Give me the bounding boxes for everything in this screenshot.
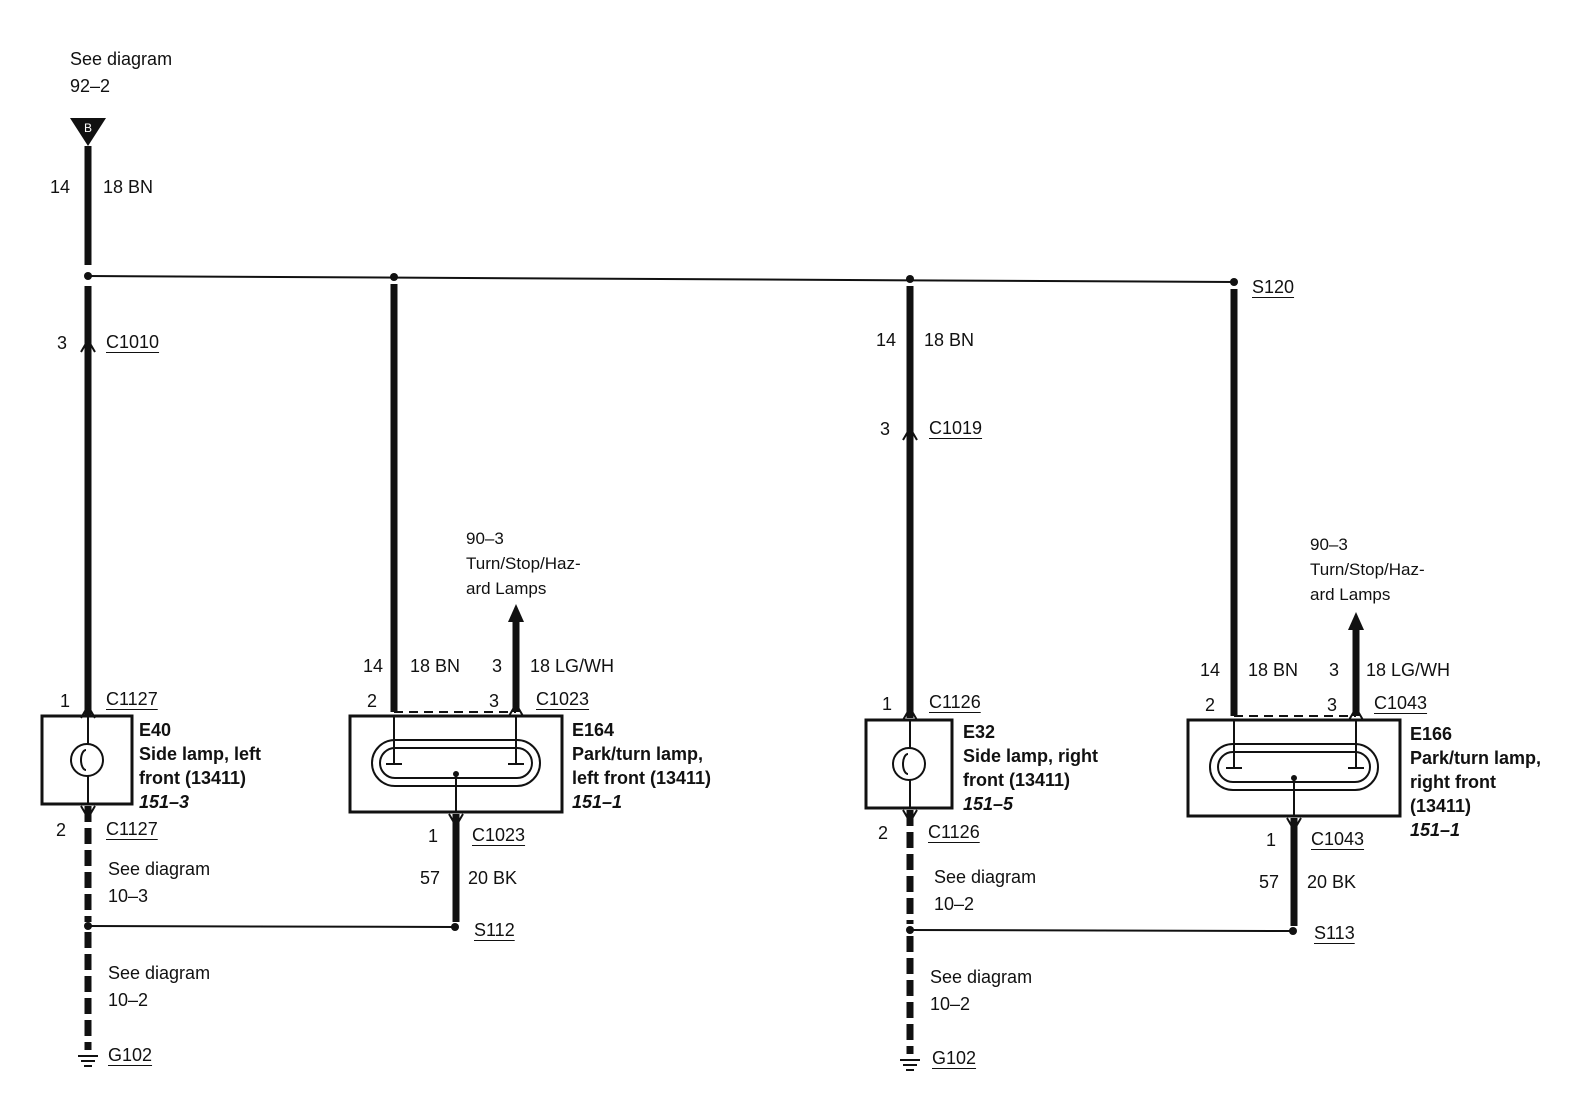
c1023-pin-a: 2 [367, 691, 378, 711]
c1043-pin-b: 3 [1327, 695, 1338, 715]
c1126-bot-label: C1126 [928, 822, 980, 842]
c1023-pin-b: 3 [489, 691, 500, 711]
c1127-top-pin: 1 [60, 691, 71, 711]
right-feed-wire: 18 BN [924, 330, 975, 350]
right-side-lamp-circuit [864, 275, 954, 1071]
connector-b-label: B [84, 121, 92, 135]
c1023-bot-pin: 1 [428, 826, 439, 846]
left-park-turn-circuit: 3 [492, 656, 503, 676]
left-ref-lower: See diagram 10–2 [108, 963, 211, 1010]
main-feed-wire: 18 BN [103, 177, 154, 197]
c1019-pin: 3 [880, 419, 891, 439]
e166-ref: 151–1 [1410, 820, 1461, 840]
left-turn-ref: 90–3 Turn/Stop/Haz- ard Lamps [466, 529, 581, 598]
c1019-label: C1019 [929, 418, 983, 438]
c1043-bot-pin: 1 [1266, 830, 1277, 850]
e32-description: E32 Side lamp, right front (13411) 151–5 [963, 722, 1099, 814]
top-diagram-ref: See diagram 92–2 [70, 49, 173, 96]
right-ref-lower: See diagram 10–2 [930, 967, 1033, 1014]
splice-s112-label: S112 [474, 920, 515, 940]
left-ground-wire-circuit: 57 [420, 868, 441, 888]
c1126-bot-pin: 2 [878, 823, 889, 843]
right-park-turn-circuit: 3 [1329, 660, 1340, 680]
left-side-lamp-circuit [40, 146, 134, 1067]
splice-s113-label: S113 [1314, 923, 1355, 943]
left-park-turn-wire: 18 LG/WH [530, 656, 615, 676]
left-ground-label: G102 [108, 1045, 153, 1065]
e164-id: E164 [572, 720, 615, 740]
c1010-label: C1010 [106, 332, 160, 352]
s112-ground-wire [87, 925, 455, 928]
e40-description: E40 Side lamp, left front (13411) 151–3 [139, 720, 262, 812]
c1010-pin: 3 [57, 333, 68, 353]
right-ground-wire-circuit: 57 [1259, 872, 1280, 892]
e166-description: E166 Park/turn lamp, right front (13411)… [1410, 724, 1542, 840]
e32-ref: 151–5 [963, 794, 1014, 814]
right-feed-circuit: 14 [876, 330, 897, 350]
left-ground-wire: 20 BK [468, 868, 518, 888]
c1043-pin-a: 2 [1205, 695, 1216, 715]
left-park-feed-wire: 18 BN [410, 656, 461, 676]
left-park-feed-circuit: 14 [363, 656, 384, 676]
c1127-bot-label: C1127 [106, 819, 158, 839]
right-ground-wire: 20 BK [1307, 872, 1357, 892]
s113-ground-wire [909, 929, 1293, 932]
right-ground-label: G102 [932, 1048, 977, 1068]
e166-id: E166 [1410, 724, 1453, 744]
left-ref-upper: See diagram 10–3 [108, 859, 211, 906]
c1023-bot-label: C1023 [472, 825, 526, 845]
c1126-top-label: C1126 [929, 692, 981, 712]
c1043-bot-label: C1043 [1311, 829, 1365, 849]
e164-description: E164 Park/turn lamp, left front (13411) … [572, 720, 712, 812]
e164-ref: 151–1 [572, 792, 623, 812]
right-park-feed-wire: 18 BN [1248, 660, 1299, 680]
left-park-lamp-circuit [348, 273, 564, 931]
c1043-top-label: C1043 [1374, 693, 1428, 713]
bus-wire [87, 275, 1235, 283]
right-park-lamp-circuit [1186, 278, 1402, 935]
splice-s120-label: S120 [1252, 277, 1295, 297]
right-park-feed-circuit: 14 [1200, 660, 1221, 680]
connector-b-symbol: B [70, 118, 106, 146]
e40-ref: 151–3 [139, 792, 190, 812]
c1126-top-pin: 1 [882, 694, 893, 714]
right-park-turn-wire: 18 LG/WH [1366, 660, 1451, 680]
c1023-top-label: C1023 [536, 689, 590, 709]
c1127-bot-pin: 2 [56, 820, 67, 840]
main-feed-circuit: 14 [50, 177, 71, 197]
c1127-top-label: C1127 [106, 689, 158, 709]
e32-id: E32 [963, 722, 996, 742]
e40-id: E40 [139, 720, 172, 740]
right-ref-upper: See diagram 10–2 [934, 867, 1037, 914]
right-turn-ref: 90–3 Turn/Stop/Haz- ard Lamps [1310, 535, 1425, 604]
